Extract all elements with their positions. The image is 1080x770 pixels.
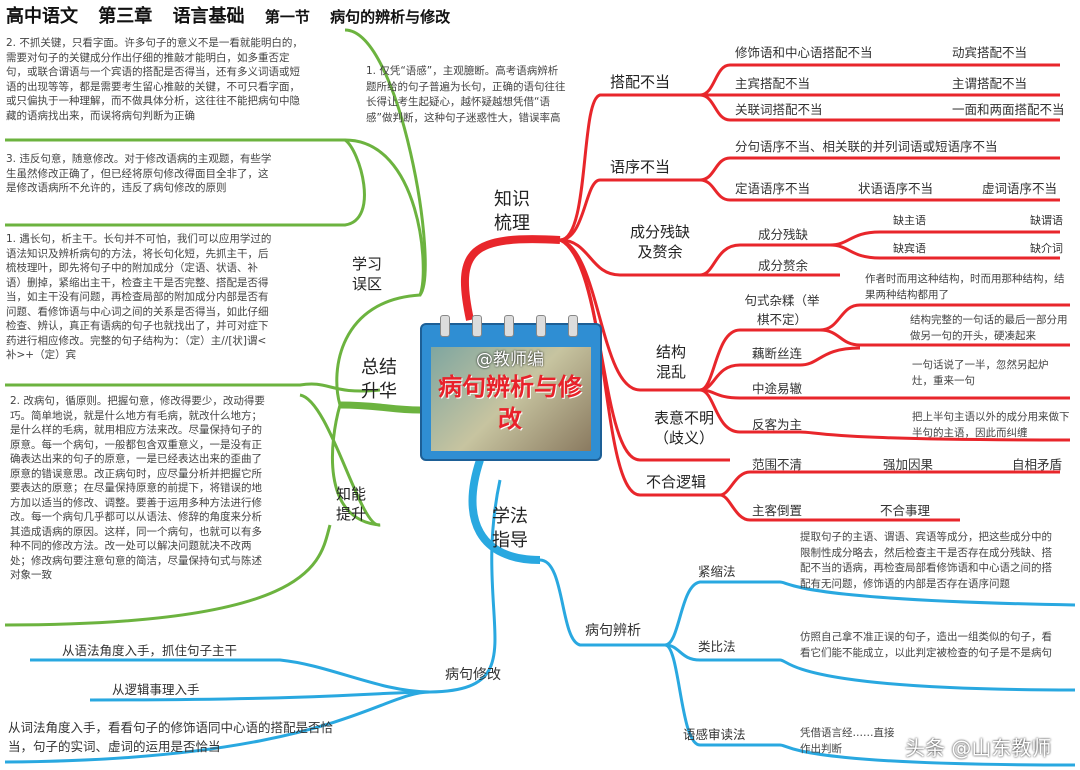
- leaf: 缺介词: [1030, 242, 1063, 255]
- title-subject: 高中语文: [6, 6, 78, 27]
- leaf: 句式杂糅（举棋不定）: [744, 293, 820, 327]
- knowledge-branches: [460, 63, 1071, 522]
- leaf: 缺宾语: [893, 242, 926, 255]
- center-label: 病句辨析与修改: [438, 373, 582, 433]
- method-branches: [4, 458, 1076, 767]
- leaf: 语感审读法: [683, 727, 746, 742]
- leaf: 自相矛盾: [1012, 457, 1063, 472]
- method-node[interactable]: 学法指导: [492, 506, 528, 551]
- leaf: 类比法: [698, 639, 736, 654]
- leaf-desc: 一句话说了一半，忽然另起炉灶，重来一句: [912, 359, 1049, 387]
- component-node[interactable]: 成分残缺及赘余: [629, 223, 690, 261]
- leaf: 强加因果: [883, 457, 934, 472]
- leaf-desc: 仿照自己拿不准正误的句子，造出一组类似的句子，看看它们能不能成立，以此判定被检查…: [800, 631, 1052, 659]
- leaf: 反客为主: [752, 417, 803, 432]
- leaf: 虚词语序不当: [982, 181, 1058, 196]
- revision-node[interactable]: 病句修改: [445, 667, 501, 683]
- title-section-title: 病句的辨析与修改: [330, 8, 451, 26]
- leaf-desc: 凭借语言经……直接作出判断: [800, 727, 895, 755]
- leaf: 一面和两面搭配不当: [952, 102, 1065, 117]
- mistakes-node[interactable]: 学习误区: [351, 255, 382, 293]
- order-node[interactable]: 语序不当: [610, 158, 671, 176]
- leaf: 藕断丝连: [752, 346, 803, 361]
- leaf: 不合事理: [880, 503, 931, 518]
- leaf: 缺谓语: [1030, 214, 1063, 227]
- title-topic: 语言基础: [172, 6, 245, 27]
- mistake-text: 2. 不抓关键，只看字面。许多句子的意义不是一看就能明白的，需要对句子的关键成分…: [6, 37, 303, 122]
- leaf: 紧缩法: [698, 564, 736, 579]
- calendar-icon: [420, 323, 602, 461]
- logic-node[interactable]: 不合逻辑: [646, 473, 707, 491]
- leaf-desc: 提取句子的主语、谓语、宾语等成分，把这些成分中的限制性成分略去，然后检查主干是否…: [800, 531, 1052, 590]
- leaf: 状语语序不当: [858, 181, 934, 196]
- leaf: 定语语序不当: [735, 181, 811, 196]
- watermark: 头条 @山东教师: [905, 736, 1052, 760]
- leaf-desc: 结构完整的一句话的最后一部分用做另一句的开头，硬凑起来: [910, 314, 1068, 342]
- leaf: 动宾搭配不当: [952, 45, 1028, 60]
- leaf: 主谓搭配不当: [952, 76, 1028, 91]
- title-section: 第一节: [264, 8, 310, 26]
- mistake-text: 1. 仅凭“语感”，主观臆断。高考语病辨析题所给的句子普遍为长句，正确的语句往往…: [366, 65, 566, 124]
- structure-node[interactable]: 结构混乱: [655, 343, 686, 381]
- leaf: 主宾搭配不当: [735, 76, 811, 91]
- leaf: 主客倒置: [752, 503, 803, 518]
- leaf: 从语法角度入手，抓住句子主干: [62, 643, 238, 658]
- analysis-node[interactable]: 病句辨析: [585, 623, 641, 639]
- leaf: 从逻辑事理入手: [112, 682, 200, 697]
- page-title: 高中语文 第三章 语言基础 第一节 病句的辨析与修改: [6, 2, 464, 28]
- center-calendar-image: @教师编 病句辨析与修改: [420, 315, 602, 461]
- collocation-node[interactable]: 搭配不当: [610, 73, 671, 91]
- summary-branches: [4, 28, 427, 627]
- knowledge-node[interactable]: 知识梳理: [494, 189, 530, 234]
- leaf-desc: 作者时而用这种结构，时而用那种结构，结果两种结构都用了: [865, 273, 1065, 301]
- leaf: 范围不清: [752, 457, 803, 472]
- title-chapter: 第三章: [98, 6, 153, 27]
- leaf: 关联词搭配不当: [735, 102, 823, 117]
- improve-text: 2. 改病句，循原则。把握句意，修改得要少，改动得要巧。简单地说，就是什么地方有…: [10, 395, 265, 581]
- improve-node[interactable]: 知能提升: [335, 485, 366, 523]
- leaf: 中途易辙: [752, 381, 803, 396]
- leaf-desc: 把上半句主语以外的成分用来做下半句的主语，因此而纠缠: [912, 411, 1070, 439]
- mistake-text: 3. 违反句意，随意修改。对于修改语病的主观题，有些学生虽然修改正确了，但已经将…: [6, 153, 272, 194]
- improve-text: 1. 遇长句，析主干。长句并不可怕，我们可以应用学过的语法知识及辨析病句的方法，…: [6, 233, 272, 361]
- leaf: 修饰语和中心语搭配不当: [735, 45, 873, 60]
- leaf: 从词法角度入手，看看句子的修饰语同中心语的搭配是否恰当，句子的实词、虚词的运用是…: [8, 720, 334, 754]
- summary-node[interactable]: 总结升华: [361, 357, 397, 402]
- leaf: 分句语序不当、相关联的并列词语或短语序不当: [735, 139, 998, 154]
- ambiguity-node[interactable]: 表意不明（歧义）: [653, 409, 714, 447]
- leaf: 成分赘余: [758, 258, 809, 273]
- center-watermark: @教师编: [476, 350, 544, 370]
- leaf: 成分残缺: [758, 227, 809, 242]
- leaf: 缺主语: [893, 214, 926, 227]
